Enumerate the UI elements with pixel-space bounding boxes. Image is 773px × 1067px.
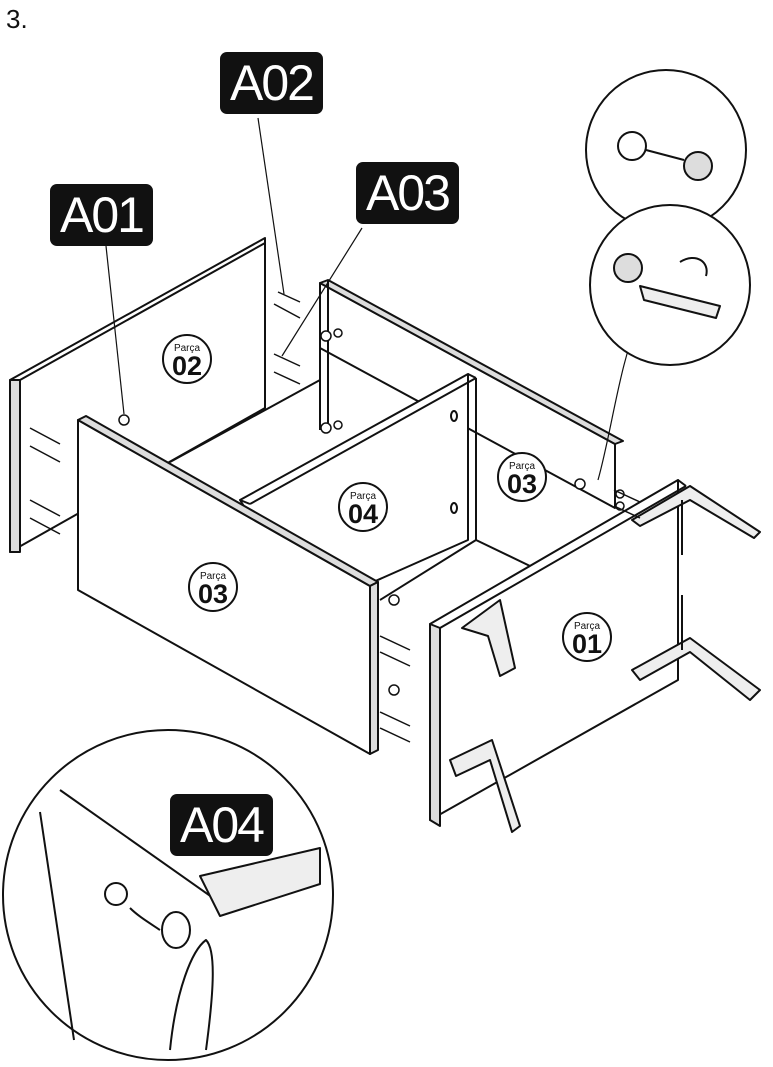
part-badge-word: Parça [173, 343, 201, 354]
part-badge-number: 03 [197, 579, 229, 609]
top-panel [429, 479, 761, 833]
detail-circle-cam-insert [585, 69, 747, 231]
step-number: 3. [6, 4, 28, 34]
detail-circle-cover-cap [2, 729, 334, 1061]
bolts [29, 291, 641, 743]
part-badge-01: Parça 01 [562, 612, 612, 662]
part-badge-03-back: Parça 03 [497, 452, 547, 502]
hardware-label-a04: A04 [170, 794, 273, 856]
part-badge-02: Parça 02 [162, 334, 212, 384]
part-badge-word: Parça [349, 491, 377, 502]
fittings [118, 328, 625, 696]
part-badge-word: Parça [508, 461, 536, 472]
left-side-panel [9, 237, 266, 553]
part-badge-word: Parça [573, 621, 601, 632]
hardware-label-a03: A03 [356, 162, 459, 224]
part-badge-number: 04 [347, 499, 379, 529]
part-badge-word: Parça [199, 571, 227, 582]
part-badge-03-front: Parça 03 [188, 562, 238, 612]
part-badge-number: 02 [171, 351, 203, 381]
hardware-label-a01: A01 [50, 184, 153, 246]
part-badge-number: 01 [571, 629, 603, 659]
hardware-label-a02: A02 [220, 52, 323, 114]
part-badge-number: 03 [506, 469, 538, 499]
part-badge-04: Parça 04 [338, 482, 388, 532]
detail-circle-cam-turn [589, 204, 751, 366]
bottom-edges [169, 379, 531, 601]
